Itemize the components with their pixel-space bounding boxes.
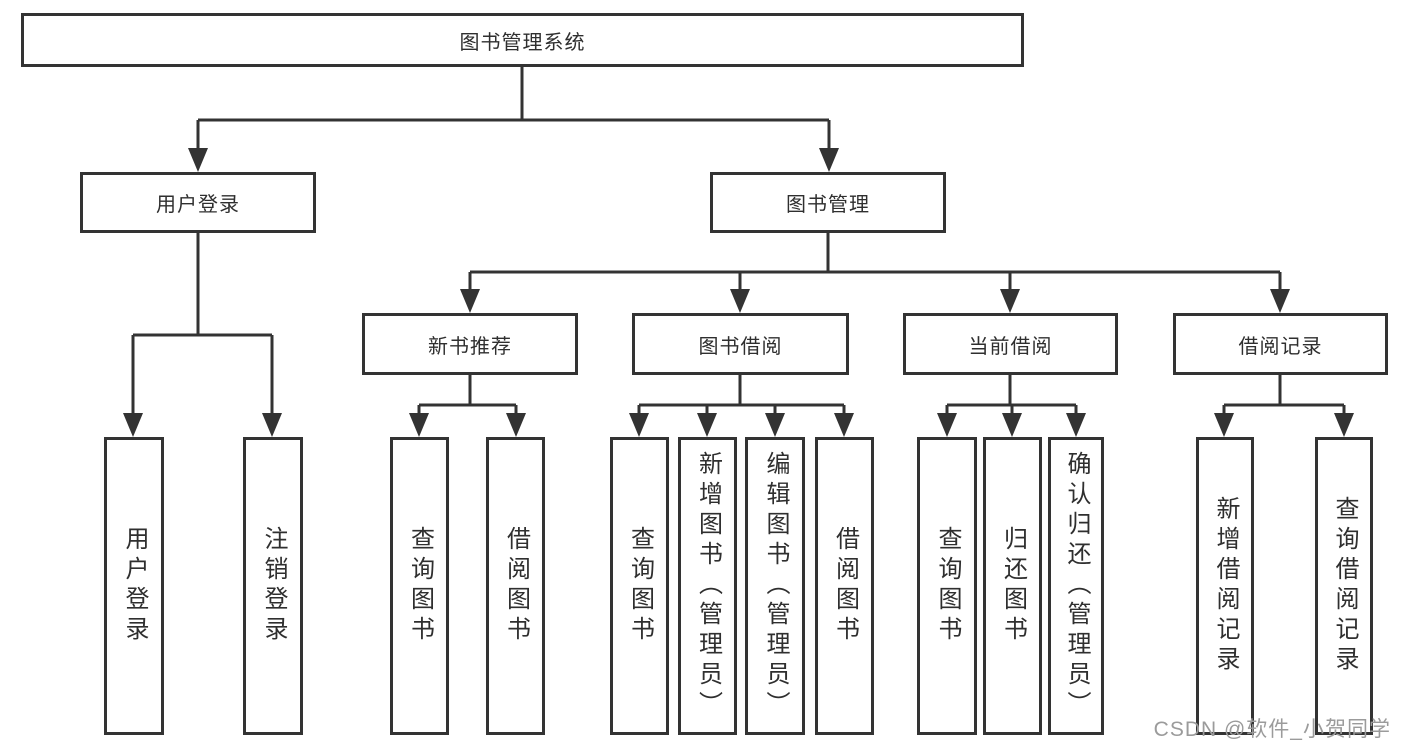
leaf-logout: 注销登录: [243, 437, 303, 735]
leaf-label: 查询图书: [406, 526, 434, 646]
leaf-cb-return-book: 归还图书: [983, 437, 1042, 735]
watermark: CSDN @软件_小贺同学: [1153, 718, 1391, 741]
edge-userlogin-to-leaves: [131, 233, 274, 417]
leaf-bb-query-book: 查询图书: [610, 437, 669, 735]
leaf-label: 归还图书: [999, 526, 1027, 646]
leaf-label: 查询图书: [934, 526, 961, 646]
leaf-bb-edit-book-admin: 编辑图书（管理员）: [745, 437, 805, 735]
leaf-label: 借阅图书: [502, 526, 530, 646]
edge-bookborrow-to-leaves: [637, 375, 846, 417]
node-book-borrowing: 图书借阅: [632, 313, 849, 375]
leaf-cb-query-book: 查询图书: [917, 437, 977, 735]
leaf-br-add-record: 新增借阅记录: [1196, 437, 1254, 735]
leaf-label: 确认归还（管理员）: [1063, 451, 1090, 721]
node-current-borrowing: 当前借阅: [903, 313, 1118, 375]
leaf-label: 新增借阅记录: [1212, 496, 1239, 676]
edge-bookmgmt-to-level3: [468, 233, 1282, 293]
leaf-label: 借阅图书: [831, 526, 859, 646]
node-new-book-recommendation: 新书推荐: [362, 313, 578, 375]
leaf-bb-add-book-admin: 新增图书（管理员）: [678, 437, 737, 735]
node-book-management: 图书管理: [710, 172, 946, 233]
edge-currentborrow-to-leaves: [945, 375, 1078, 417]
leaf-br-query-record: 查询借阅记录: [1315, 437, 1373, 735]
edge-borrowrecord-to-leaves: [1222, 375, 1346, 417]
leaf-label: 编辑图书（管理员）: [762, 451, 789, 721]
leaf-label: 查询借阅记录: [1331, 496, 1358, 676]
node-borrowing-records: 借阅记录: [1173, 313, 1388, 375]
leaf-nb-borrow-book: 借阅图书: [486, 437, 545, 735]
edge-newbook-to-leaves: [417, 375, 518, 417]
leaf-nb-query-book: 查询图书: [390, 437, 449, 735]
leaf-bb-borrow-book: 借阅图书: [815, 437, 874, 735]
leaf-label: 新增图书（管理员）: [694, 451, 722, 721]
leaf-label: 用户登录: [121, 526, 148, 646]
edge-root-to-level2: [196, 67, 831, 152]
node-library-system: 图书管理系统: [21, 13, 1024, 67]
node-user-login: 用户登录: [80, 172, 316, 233]
arrowheads: [123, 148, 1354, 437]
leaf-label: 查询图书: [626, 526, 654, 646]
leaf-cb-confirm-return-admin: 确认归还（管理员）: [1048, 437, 1104, 735]
leaf-user-login: 用户登录: [104, 437, 164, 735]
leaf-label: 注销登录: [260, 526, 287, 646]
